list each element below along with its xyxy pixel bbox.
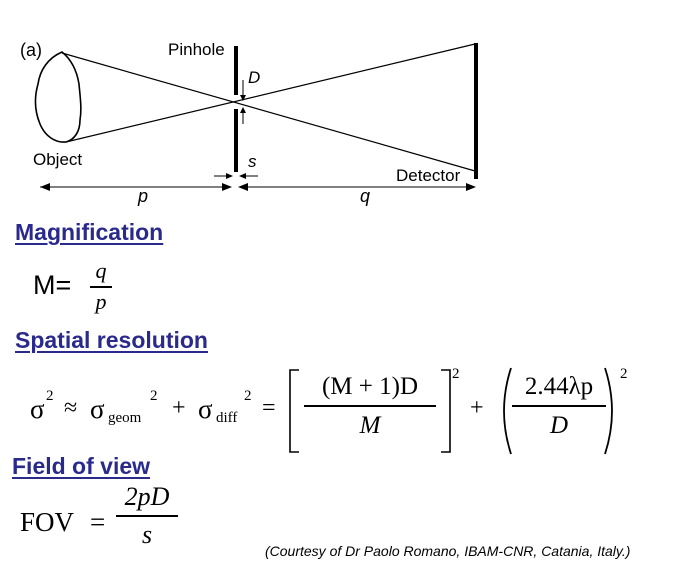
pinhole-label: Pinhole	[168, 40, 225, 59]
pinhole-plate-bottom	[234, 109, 238, 172]
detector-plate	[474, 43, 478, 179]
fov-fraction: 2pD s	[116, 484, 178, 548]
term1-fraction: (M + 1)D M	[304, 374, 436, 438]
d-arrow-down	[240, 95, 246, 101]
p-arrow-left	[40, 183, 50, 191]
sigma-diff: σ	[198, 394, 213, 424]
pinhole-camera-diagram	[34, 43, 478, 191]
magnification-fraction: q p	[90, 260, 112, 313]
sigma-geom-sq: 2	[150, 388, 158, 404]
d-arrow-up	[240, 107, 246, 113]
sigma-total-sq: 2	[46, 388, 54, 404]
d-label: D	[248, 68, 261, 87]
fov-heading: Field of view	[12, 453, 151, 479]
ray-bottom	[65, 43, 476, 143]
ray-top	[61, 52, 476, 172]
fov-denominator: s	[141, 519, 153, 549]
s-arrow-right	[226, 173, 233, 179]
magnification-lhs: M=	[33, 270, 72, 300]
fov-equals: =	[90, 507, 106, 537]
fov-lhs: FOV	[20, 507, 75, 537]
p-label: p	[138, 186, 149, 206]
sub-diff: diff	[216, 410, 238, 426]
q-label: q	[360, 186, 371, 206]
sigma-total: σ	[30, 394, 45, 424]
right-bracket	[441, 369, 451, 453]
object-label: Object	[33, 150, 83, 169]
panel-label: (a)	[20, 40, 42, 60]
s-arrow-left	[239, 173, 246, 179]
sigma-diff-sq: 2	[244, 388, 252, 404]
paren-sq: 2	[620, 366, 628, 382]
plus-sign-2: +	[470, 395, 484, 421]
magnification-denominator: p	[95, 288, 107, 314]
q-arrow-right	[466, 183, 476, 191]
s-label: s	[248, 152, 257, 171]
resolution-heading: Spatial resolution	[15, 327, 208, 353]
magnification-heading: Magnification	[15, 219, 164, 245]
credit-text: (Courtesy of Dr Paolo Romano, IBAM-CNR, …	[265, 543, 631, 559]
left-bracket	[289, 369, 299, 453]
fov-numerator: 2pD	[124, 482, 170, 511]
term2-denominator: D	[549, 411, 569, 439]
term2-fraction: 2.44λp D	[512, 374, 606, 438]
q-arrow-left	[238, 183, 248, 191]
approx-sign: ≈	[64, 395, 78, 421]
object-shape	[34, 51, 82, 143]
magnification-numerator: q	[95, 258, 107, 283]
term2-numerator: 2.44λp	[524, 373, 594, 400]
sub-geom: geom	[108, 410, 142, 426]
left-paren	[503, 367, 512, 455]
p-arrow-right	[222, 183, 232, 191]
term1-numerator: (M + 1)D	[321, 373, 419, 400]
right-paren	[604, 367, 613, 455]
term1-denominator: M	[359, 411, 381, 439]
pinhole-plate-top	[234, 46, 238, 95]
plus-sign-1: +	[172, 395, 186, 421]
detector-label: Detector	[396, 166, 461, 185]
sigma-geom: σ	[90, 394, 105, 424]
bracket-sq: 2	[452, 366, 460, 382]
equals-sign-resolution: =	[262, 395, 276, 421]
